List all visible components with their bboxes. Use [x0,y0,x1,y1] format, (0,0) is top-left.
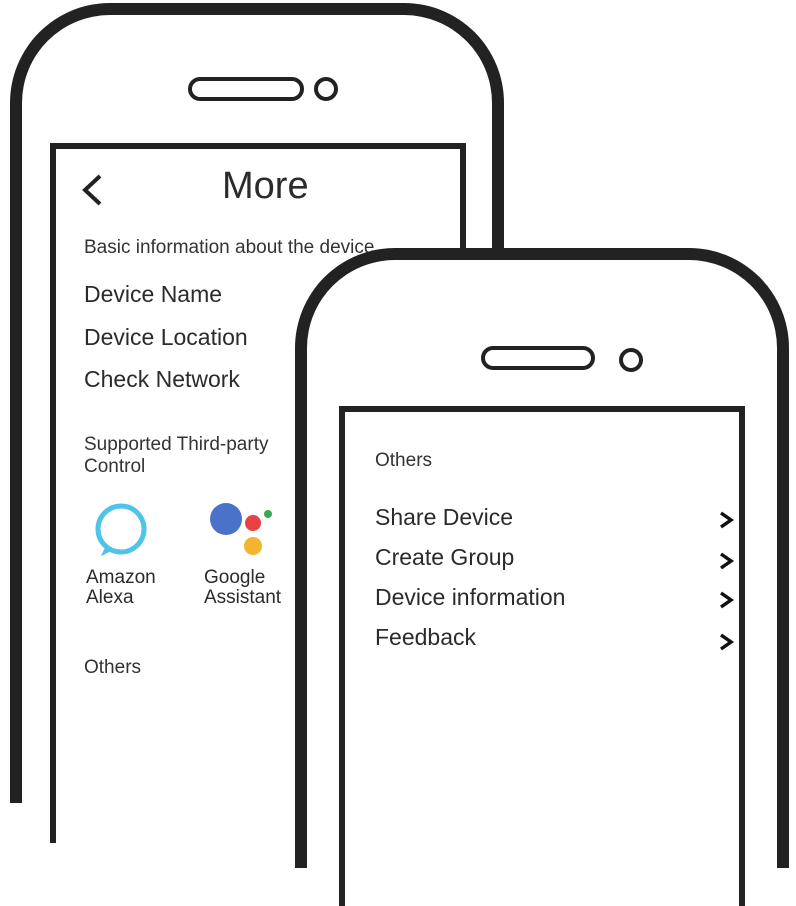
google-assistant-label: Google [204,567,266,588]
device-location-item[interactable]: Device Location [84,324,248,350]
google-assistant-dots-icon[interactable] [208,501,274,561]
amazon-alexa-label-2: Alexa [86,587,134,608]
chevron-right-icon[interactable] [717,591,735,609]
others-section-label: Others [375,450,433,471]
check-network-item[interactable]: Check Network [84,366,240,392]
front-phone-frame: Others Share Device Create Group Device … [295,248,789,906]
third-party-section-label-2: Control [84,456,146,477]
create-group-item[interactable]: Create Group [375,544,515,570]
basic-info-section-label: Basic information about the device [84,237,375,258]
device-name-item[interactable]: Device Name [84,281,223,307]
chevron-right-icon[interactable] [717,633,735,651]
speaker-grille [188,77,304,101]
share-device-item[interactable]: Share Device [375,504,514,530]
speaker-grille [481,346,595,370]
front-camera [619,348,643,372]
device-information-item[interactable]: Device information [375,584,566,610]
others-section-label: Others [84,657,142,678]
front-camera [314,77,338,101]
chevron-right-icon[interactable] [717,552,735,570]
feedback-item[interactable]: Feedback [375,624,477,650]
back-arrow-icon[interactable] [80,173,104,207]
chevron-right-icon[interactable] [717,511,735,529]
page-title: More [222,165,309,207]
amazon-alexa-label: Amazon [86,567,156,588]
alexa-ring-icon[interactable] [93,502,149,558]
front-phone-screen: Others Share Device Create Group Device … [339,406,745,906]
third-party-section-label: Supported Third-party [84,434,269,455]
google-assistant-label-2: Assistant [204,587,282,608]
